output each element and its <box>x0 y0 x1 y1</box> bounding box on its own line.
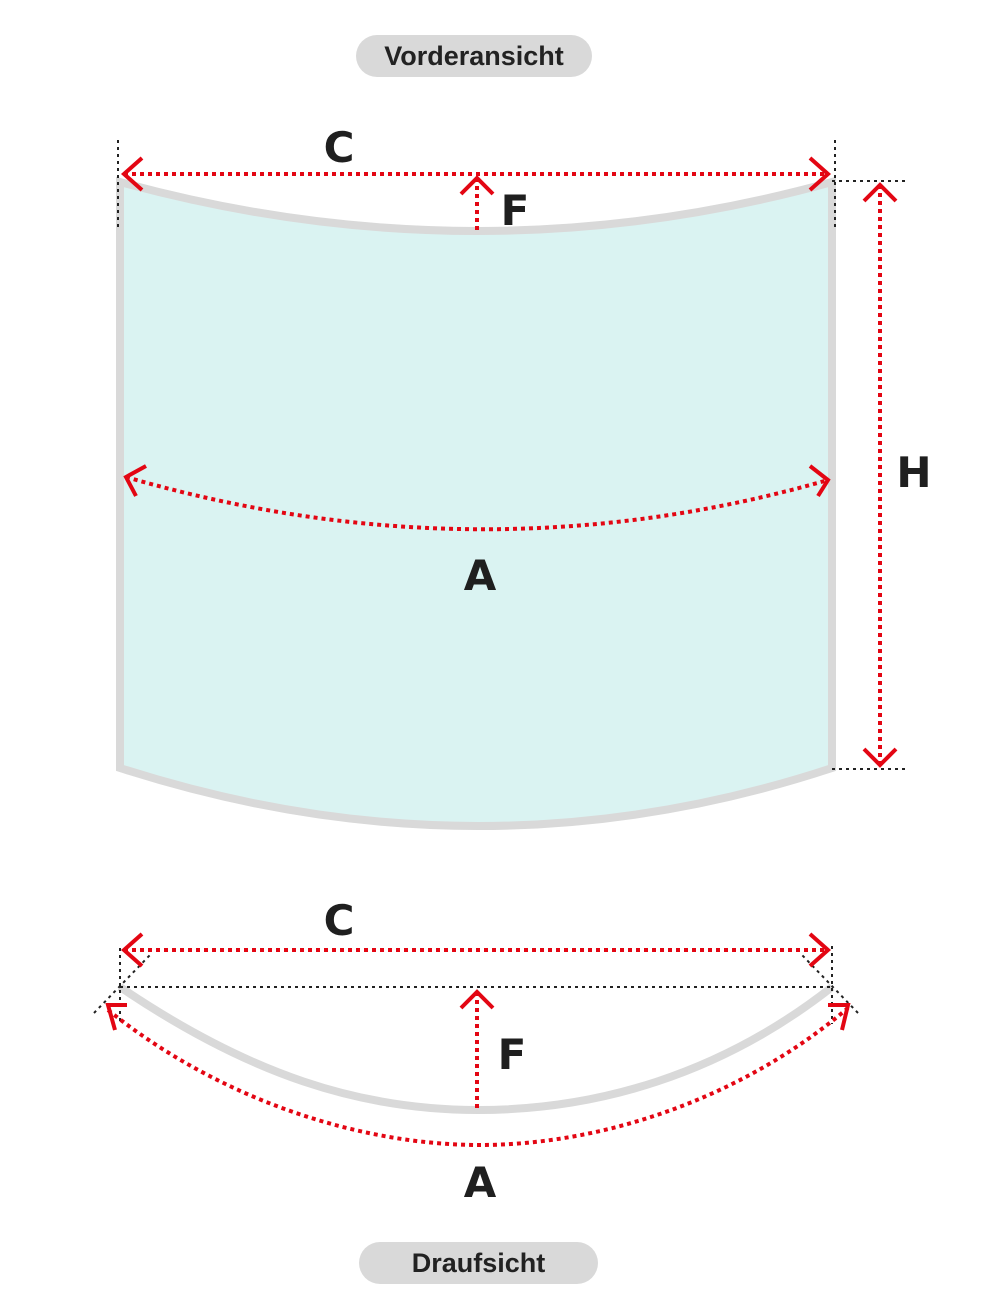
glass-profile-top <box>117 983 835 1115</box>
arrow-left-icon <box>120 156 144 192</box>
arrow-right-icon <box>808 156 832 192</box>
label-f-front: F <box>501 186 530 235</box>
top-view-title: Draufsicht <box>359 1242 598 1284</box>
label-a-front: A <box>464 551 497 600</box>
label-a-top: A <box>464 1158 497 1207</box>
arrow-left-icon <box>123 464 147 497</box>
arc-dimension-front <box>125 475 829 532</box>
label-h: H <box>896 448 931 497</box>
arrow-left-icon <box>105 1003 127 1031</box>
label-c-front: C <box>324 123 355 172</box>
arrow-up-icon <box>459 175 495 196</box>
arc-dimension-top <box>106 1006 850 1148</box>
label-f-top: F <box>498 1030 527 1079</box>
front-view-title: Vorderansicht <box>356 35 592 77</box>
arrow-up-icon <box>862 182 898 203</box>
label-c-top: C <box>324 896 355 945</box>
arrow-down-icon <box>862 747 898 768</box>
arrow-left-icon <box>120 932 144 968</box>
arrow-right-icon <box>828 1003 851 1031</box>
arrow-right-icon <box>808 932 832 968</box>
arrow-right-icon <box>808 464 831 498</box>
arrow-up-icon <box>459 989 495 1010</box>
